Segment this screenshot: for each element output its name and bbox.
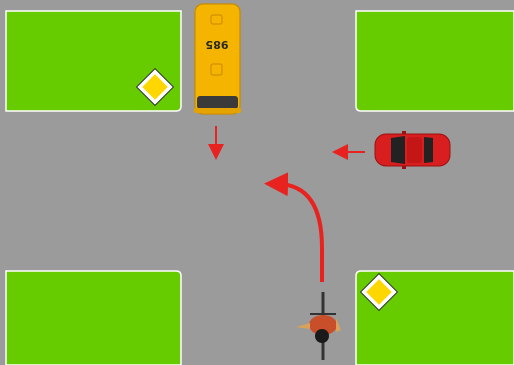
grass-bottom-left <box>6 271 181 365</box>
car-rear-window <box>424 137 433 163</box>
grass-top-right <box>356 11 514 111</box>
bus: 985 <box>194 4 241 114</box>
car <box>375 131 450 169</box>
rider-helmet <box>315 329 329 343</box>
bus-number: 985 <box>206 38 229 51</box>
bus-windshield <box>197 96 238 109</box>
car-windshield <box>391 136 405 164</box>
